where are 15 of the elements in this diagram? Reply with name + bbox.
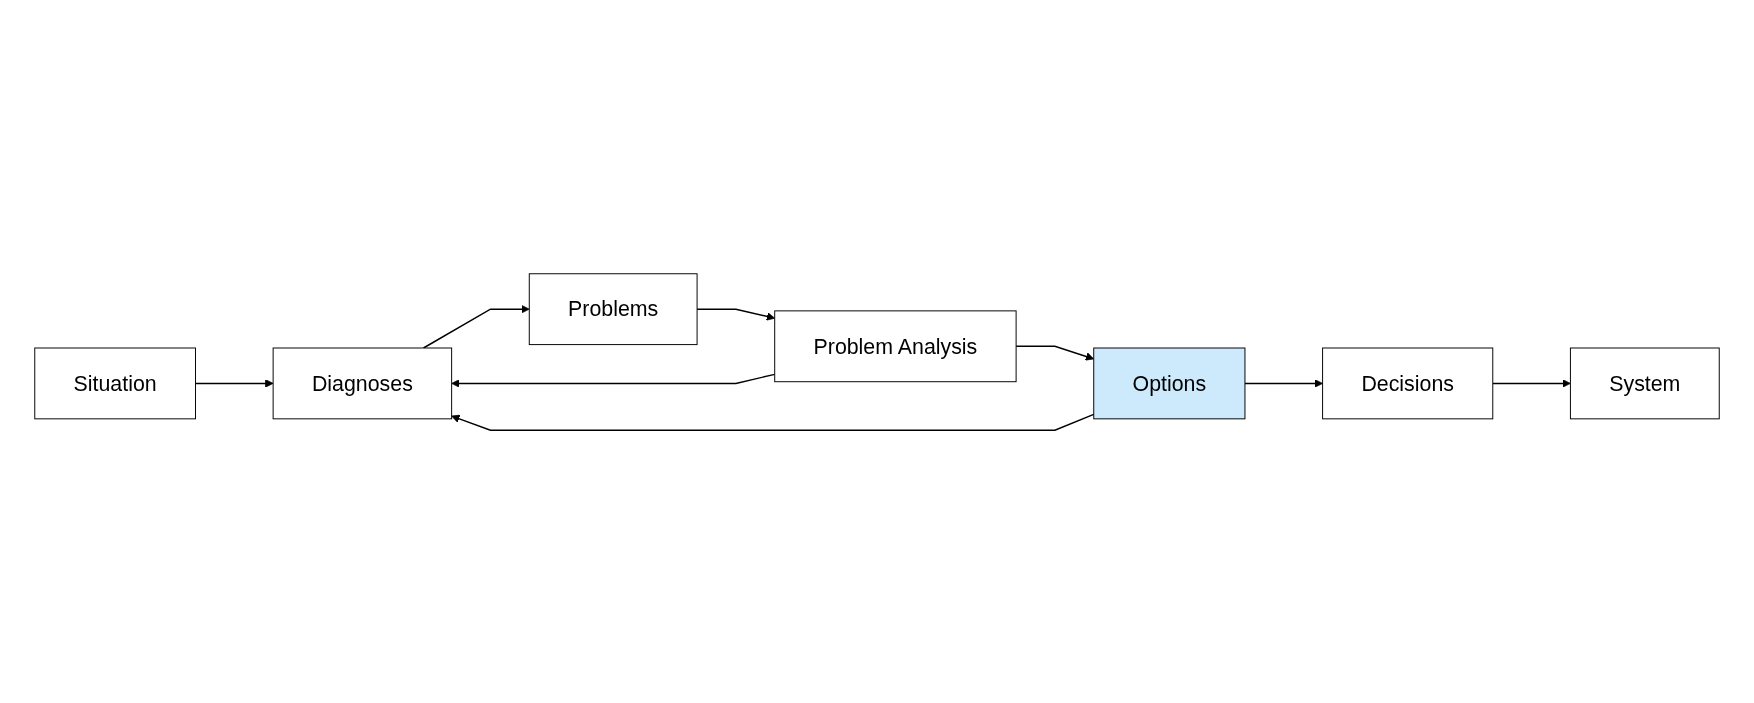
node-box: Options [1093,347,1246,419]
node-box: System [1569,347,1720,419]
arrow [1015,345,1095,361]
arrow [194,378,274,388]
node-box: Diagnoses [272,347,453,419]
arrow [1244,378,1323,388]
arrow [1492,378,1571,388]
node-box: Situation [34,347,196,419]
arrow [451,373,776,388]
node-box: Problem Analysis [774,309,1017,382]
node-box: Problems [528,272,698,345]
node-box: Decisions [1322,347,1494,419]
arrow [696,307,776,321]
arrow [451,413,1095,431]
arrow [422,304,530,349]
